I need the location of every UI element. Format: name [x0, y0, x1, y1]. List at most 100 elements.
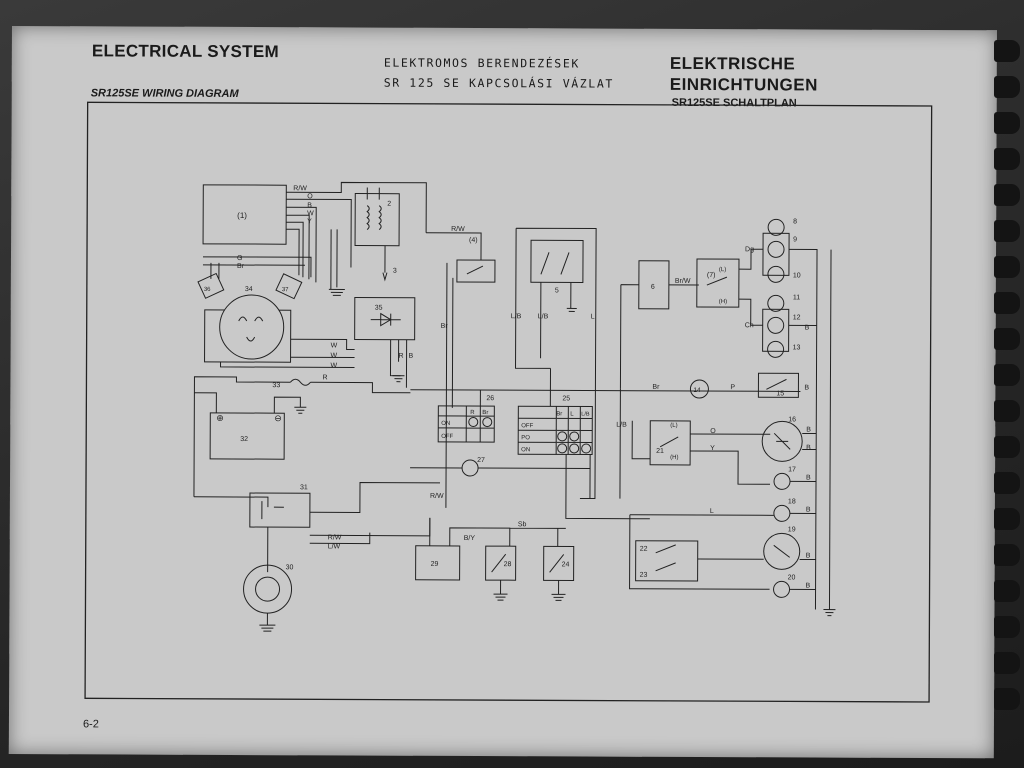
label-16: 16 — [788, 416, 796, 423]
bulb-17 — [773, 472, 791, 490]
spiral-binding — [994, 40, 1024, 740]
wire-label-w: W — [307, 210, 314, 217]
binding-ring — [994, 400, 1020, 422]
light-header-l: L — [570, 411, 574, 417]
battery-wiring — [194, 392, 307, 414]
light-contact-3 — [557, 443, 568, 454]
harness-to-31 — [193, 496, 269, 508]
wire-label-lb1: L/B — [511, 313, 522, 320]
light-contact-4 — [569, 443, 580, 454]
tail-light-19-filament — [773, 544, 790, 558]
label-13: 13 — [793, 344, 801, 351]
wire-label-by: B/Y — [464, 535, 476, 542]
ign-contact-1 — [468, 417, 479, 428]
battery-plus-terminal: ⊕ — [216, 413, 224, 423]
binding-ring — [994, 616, 1020, 638]
diagram-frame — [84, 101, 933, 703]
turn-signal-bulbs — [762, 218, 832, 610]
switch-4-contact — [466, 265, 484, 275]
label-3: 3 — [393, 268, 397, 275]
label-25: 25 — [562, 395, 570, 402]
label-15: 15 — [776, 390, 784, 397]
light-contact-2 — [569, 431, 580, 442]
label-26: 26 — [486, 395, 494, 402]
label-20: 20 — [788, 574, 796, 581]
relay-5-contacts — [540, 252, 570, 275]
wire-label-g: G — [237, 255, 242, 262]
wire-br-vertical — [445, 262, 454, 508]
switch-4-box — [456, 259, 496, 283]
component-29-wires — [429, 517, 566, 547]
rectifier-leads — [389, 339, 408, 388]
label-22: 22 — [640, 546, 648, 553]
label-11: 11 — [793, 294, 800, 301]
ign-row-off: OFF — [441, 434, 453, 440]
binding-ring — [994, 256, 1020, 278]
wire-label-b18: B — [806, 506, 811, 513]
binding-ring — [994, 76, 1020, 98]
rectifier-ground — [392, 375, 405, 383]
binding-ring — [994, 184, 1020, 206]
label-8: 8 — [793, 218, 797, 225]
wire-label-br: Br — [237, 263, 245, 270]
label-5: 5 — [555, 287, 559, 294]
light-contact-5 — [581, 443, 592, 454]
wire-label-b-15: B — [804, 384, 809, 391]
label-4: (4) — [469, 237, 478, 244]
label-1: (1) — [237, 211, 247, 220]
ign-header-br: Br — [482, 410, 488, 416]
wire-label-o: O — [307, 193, 313, 200]
wire-label-b13: B — [805, 324, 810, 331]
label-21: 21 — [656, 448, 664, 455]
switch-15-contact — [766, 378, 787, 390]
headlight-16-leads — [802, 432, 817, 451]
component-29 — [415, 545, 461, 581]
alternator-windings — [238, 316, 264, 342]
dimmer-output-wires — [690, 433, 771, 485]
cdi-harness — [202, 181, 427, 296]
wire-label-b17: B — [806, 474, 811, 481]
battery-minus-terminal: ⊖ — [274, 413, 282, 423]
wire-label-br-vert: Br — [441, 323, 449, 330]
dimmer-h: (H) — [670, 455, 678, 461]
turn-switch-7-h: (H) — [719, 299, 727, 305]
ign-row-on: ON — [441, 421, 450, 427]
switch-28-contact — [491, 553, 507, 573]
connector-37: 37 — [275, 273, 303, 300]
rectifier-box — [354, 296, 416, 341]
wire-label-b16b: B — [806, 444, 811, 451]
main-fuse-wire — [193, 376, 411, 497]
turn-switch-7-contact — [706, 276, 728, 286]
binding-ring — [994, 436, 1020, 458]
ign-contact-2 — [482, 417, 493, 428]
wire-label-w1: W — [331, 342, 338, 349]
alternator — [219, 294, 285, 360]
label-23: 23 — [640, 572, 648, 579]
wire-label-l-mid: L — [710, 508, 714, 515]
binding-ring — [994, 148, 1020, 170]
switch-15-box — [757, 372, 799, 398]
label-7: (7) — [707, 272, 716, 279]
horn-30 — [243, 564, 293, 614]
dimmer-switch-21-contact — [659, 436, 679, 448]
wire-label-r-fuse: R — [322, 374, 327, 381]
light-switch-wires — [549, 368, 650, 520]
label-14: 14 — [693, 387, 701, 394]
light-header-lb: L/B — [581, 411, 590, 417]
flasher-6-wires — [619, 284, 699, 389]
wire-label-b20: B — [806, 582, 811, 589]
binding-ring — [994, 508, 1020, 530]
wire-label-rw-top: R/W — [293, 185, 307, 192]
binding-ring — [994, 544, 1020, 566]
stop-switch-wires — [629, 514, 770, 590]
wire-label-lb2: L/B — [538, 313, 549, 320]
label-31: 31 — [300, 484, 308, 491]
dimmer-switch-21 — [649, 420, 691, 466]
wiring-diagram: (1) R/W O B W Y G Br — [84, 101, 933, 703]
relay-5-wires — [515, 227, 597, 500]
component-27-wires — [410, 467, 591, 470]
label-28: 28 — [504, 561, 512, 568]
binding-ring — [994, 364, 1020, 386]
light-contact-1 — [557, 431, 568, 442]
svg-text:36: 36 — [204, 287, 211, 293]
